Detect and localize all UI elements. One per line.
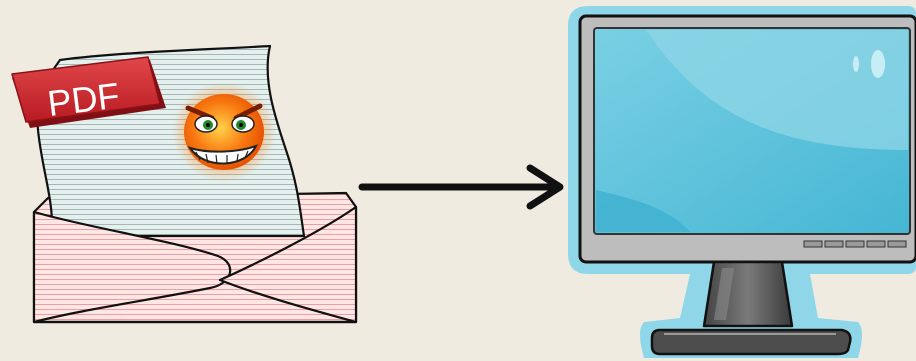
angry-face-icon xyxy=(172,82,276,182)
monitor-buttons xyxy=(803,240,907,248)
envelope-flap-right xyxy=(218,205,358,324)
arrow-right-icon xyxy=(358,164,564,210)
monitor-icon xyxy=(568,6,916,358)
pdf-tag: PDF xyxy=(11,56,166,128)
monitor-base xyxy=(650,328,852,356)
pdf-tag-label: PDF xyxy=(45,75,121,124)
envelope-front xyxy=(32,205,358,324)
